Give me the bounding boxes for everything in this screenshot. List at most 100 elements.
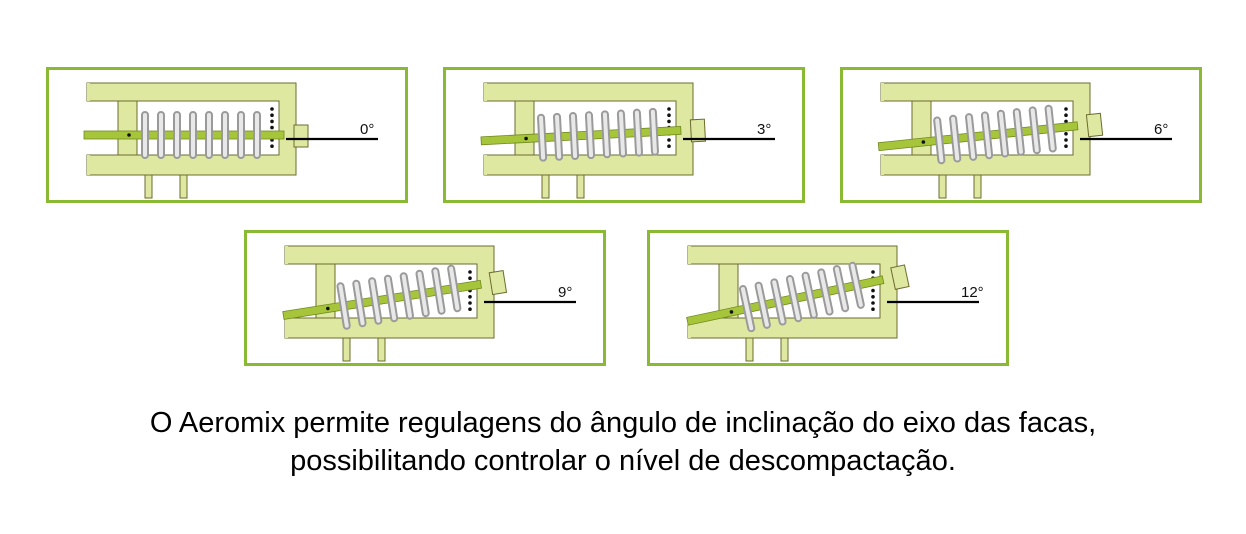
adjust-hole [667,138,671,142]
spring-coil [949,114,962,163]
spring-coil [770,278,787,326]
adjust-hole [1064,144,1068,148]
spring-coil [933,116,946,165]
shaft [686,275,885,326]
spring-coil [368,277,383,325]
spring-coil [173,111,181,159]
adjust-hole [270,119,274,124]
spring-coil [738,285,756,333]
leg-right [780,337,789,362]
adjust-hole [1064,113,1068,117]
leg-left [745,337,754,362]
adjust-hole [871,270,875,274]
shaft-assembly [83,111,309,159]
adjust-hole [871,288,875,293]
shaft [877,121,1079,152]
housing-bottom-lip [285,318,288,338]
adjust-hole [468,301,472,305]
spring-coil [221,111,229,159]
panel-2: 6° [840,67,1202,203]
end-knob [293,124,309,148]
adjust-hole [667,119,671,124]
leg-right [179,174,188,199]
angle-label: 6° [1154,121,1168,138]
housing-bottom-lip [87,155,90,175]
spring-coil [553,112,564,161]
panel-0: 0° [46,67,408,203]
spring-coil [832,265,850,313]
leg-right [576,174,585,199]
shaft-assembly [282,264,508,330]
adjust-hole [468,270,472,274]
spring-coil [965,113,978,161]
adjust-hole [270,107,274,111]
housing-top-lip [881,83,884,101]
spring-coil [600,110,612,159]
adjust-hole [871,301,875,305]
housing-bottom-lip [484,155,487,175]
adjust-hole [871,307,875,311]
spring-coil [980,111,994,160]
leg-left [342,337,351,362]
angle-label: 12° [961,284,984,301]
spring-coil [801,271,818,319]
leg-right [377,337,386,362]
spring-coil [616,109,628,158]
spring-coil [237,111,245,159]
caption-line-1: O Aeromix permite regulagens do ângulo d… [149,407,1097,439]
end-knob [488,270,508,296]
leg-left [541,174,550,199]
spring-coil [399,272,414,320]
spring-coil [584,111,596,160]
spring-coil [537,113,548,162]
shaft-pin [127,133,131,137]
housing-top-lip [87,83,90,101]
panel-1: 3° [443,67,805,203]
adjust-hole [1064,119,1068,124]
leg-left [144,174,153,199]
carriage [117,100,138,156]
spring-coil [754,281,771,329]
spring-coil [189,111,197,159]
end-knob [1085,112,1104,138]
shaft [83,130,285,140]
angle-label: 0° [360,121,374,138]
shaft [282,279,482,320]
spring-coil [568,112,580,160]
spring-coil [848,261,865,309]
spring-coil [632,108,643,157]
panel-4: 12° [647,230,1009,366]
carriage [514,100,535,156]
shaft-pin [524,136,528,141]
housing-bottom-lip [688,318,691,338]
spring-coil [415,269,430,318]
leg-left [938,174,947,199]
angle-label: 9° [558,284,572,301]
adjust-hole [1064,138,1068,142]
housing-top-lip [688,246,691,264]
end-knob [689,118,707,143]
carriage [718,263,739,319]
end-knob [890,264,910,290]
spring-coil [1044,104,1057,153]
housing-top-lip [285,246,288,264]
spring-coil [336,282,351,330]
panel-3: 9° [244,230,606,366]
shaft [480,125,682,146]
shaft-assembly [686,261,910,333]
adjust-hole [270,144,274,148]
spring-coil [447,264,462,313]
adjust-hole [871,295,875,299]
adjust-hole [1064,132,1068,136]
adjust-hole [468,295,472,299]
spring-coil [141,111,149,159]
leg-right [973,174,982,199]
angle-label: 3° [757,121,771,138]
spring-coil [352,279,367,328]
spring-coil [383,274,399,323]
adjust-hole [468,307,472,311]
adjust-hole [667,107,671,111]
adjust-hole [270,113,274,117]
spring-coil [817,268,834,316]
adjust-hole [667,113,671,117]
